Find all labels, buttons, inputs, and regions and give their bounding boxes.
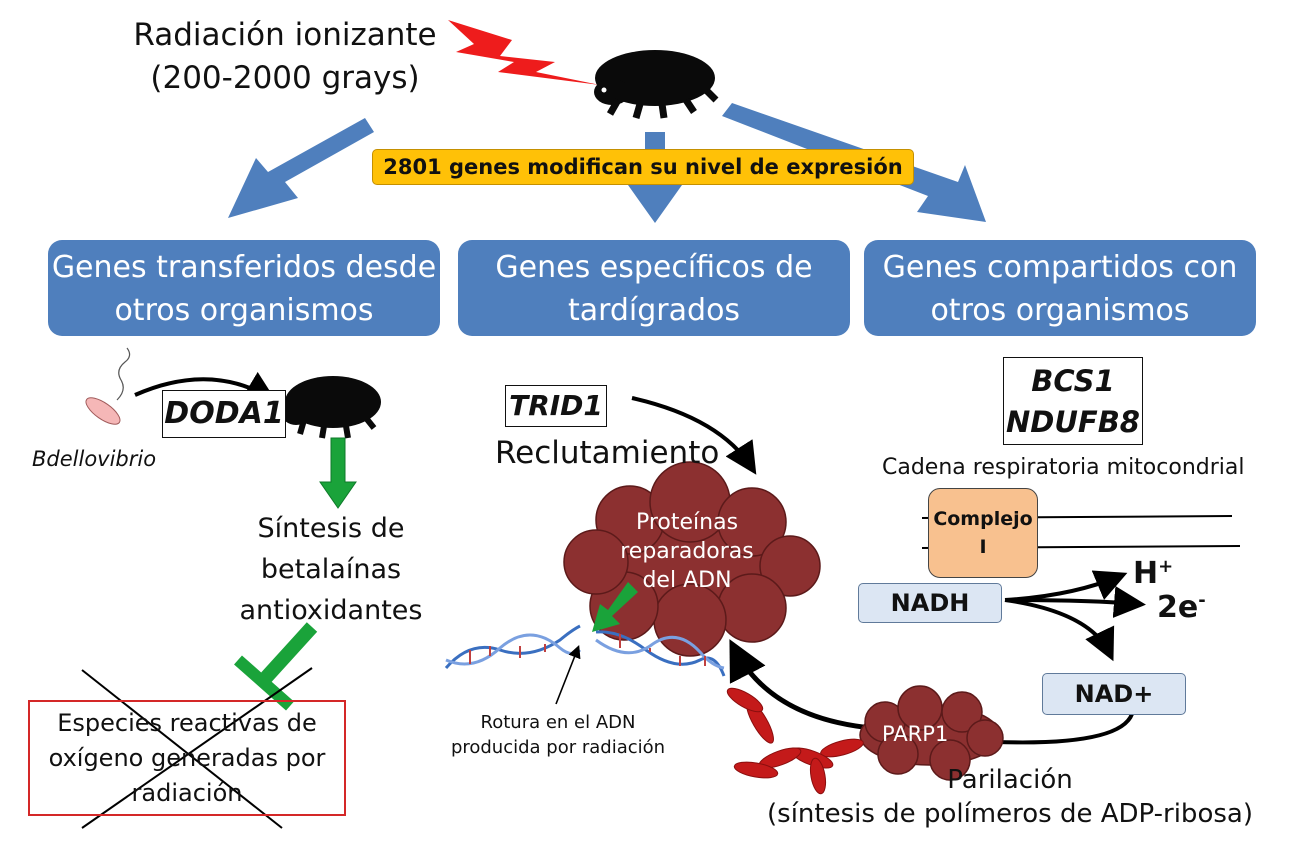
break-line1: Rotura en el ADN bbox=[480, 712, 636, 733]
bacterium-label: Bdellovibrio bbox=[32, 447, 157, 471]
proton-label: H+ bbox=[1133, 556, 1173, 591]
proton-sup: + bbox=[1158, 556, 1174, 577]
synthesis-line1: Síntesis de bbox=[257, 513, 405, 544]
inhibition-mark bbox=[234, 622, 318, 711]
category-shared: Genes compartidos con otros organismos bbox=[864, 240, 1256, 336]
parp-cloud bbox=[859, 685, 1004, 781]
repair-line2: reparadoras bbox=[620, 539, 754, 564]
h-arrow bbox=[1004, 570, 1128, 602]
proton-h: H bbox=[1133, 556, 1159, 591]
cross-out-mark bbox=[81, 667, 313, 829]
parp1-label: PARP1 bbox=[882, 722, 949, 746]
radiation-title: Radiación ionizante (200-2000 grays) bbox=[120, 14, 450, 100]
green-down-arrow bbox=[319, 437, 357, 509]
ros-box: Especies reactivas de oxígeno generadas … bbox=[28, 700, 346, 816]
complex-line1: Complejo bbox=[933, 508, 1033, 530]
adp-ribose-chain bbox=[726, 687, 864, 795]
parylation-line1: Parilación bbox=[947, 765, 1073, 795]
gene-bcs1-ndufb8: BCS1 NDUFB8 bbox=[1003, 357, 1143, 445]
category-specific-line1: Genes específicos de bbox=[495, 250, 813, 285]
title-line2: (200-2000 grays) bbox=[150, 60, 420, 96]
synthesis-label: Síntesis de betalaínas antioxidantes bbox=[225, 508, 437, 631]
ros-line2: oxígeno generadas por bbox=[48, 744, 326, 772]
green-diag-arrow bbox=[592, 582, 638, 632]
category-transferred-line2: otros organismos bbox=[114, 293, 374, 328]
parylation-line2: (síntesis de polímeros de ADP-ribosa) bbox=[767, 799, 1253, 829]
tardigrade-icon bbox=[594, 50, 719, 119]
nadh-box: NADH bbox=[858, 583, 1002, 623]
bacterium-icon bbox=[85, 347, 131, 425]
lightning-icon bbox=[448, 20, 600, 85]
expression-banner: 2801 genes modifican su nivel de expresi… bbox=[372, 149, 914, 185]
category-transferred-line1: Genes transferidos desde bbox=[51, 250, 437, 285]
recruitment-label: Reclutamiento bbox=[495, 435, 720, 471]
complex-i: Complejo I bbox=[928, 488, 1038, 578]
repair-proteins-label: Proteínas reparadoras del ADN bbox=[612, 508, 762, 595]
ros-line3: radiación bbox=[131, 779, 243, 807]
category-specific: Genes específicos de tardígrados bbox=[458, 240, 850, 336]
parp-to-dna-arrow bbox=[729, 639, 873, 731]
gene-bcs1: BCS1 bbox=[1031, 364, 1115, 398]
gene-ndufb8: NDUFB8 bbox=[1006, 405, 1140, 439]
nad-to-parp-curve bbox=[995, 713, 1134, 745]
category-shared-line2: otros organismos bbox=[930, 293, 1190, 328]
recruitment-arrow bbox=[631, 396, 757, 475]
repair-line1: Proteínas bbox=[635, 510, 739, 535]
gene-doda1: DODA1 bbox=[162, 390, 286, 438]
electron-e: 2e bbox=[1157, 590, 1199, 625]
complex-line2: I bbox=[979, 536, 987, 558]
parylation-label: Parilación (síntesis de polímeros de ADP… bbox=[740, 763, 1280, 831]
electron-label: 2e- bbox=[1157, 590, 1206, 625]
category-shared-line1: Genes compartidos con bbox=[882, 250, 1238, 285]
e-arrow bbox=[1004, 586, 1146, 618]
respiratory-chain-label: Cadena respiratoria mitocondrial bbox=[882, 455, 1245, 480]
tardigrade-small-icon bbox=[282, 376, 381, 439]
ros-line1: Especies reactivas de bbox=[57, 709, 317, 737]
dna-break-label: Rotura en el ADN producida por radiación bbox=[438, 710, 678, 760]
break-pointer bbox=[555, 645, 581, 705]
category-specific-line2: tardígrados bbox=[567, 293, 741, 328]
electron-sup: - bbox=[1198, 590, 1206, 611]
gene-trid1: TRID1 bbox=[505, 385, 607, 427]
nad-arrow bbox=[1004, 598, 1115, 662]
arrow-left bbox=[228, 118, 374, 218]
synthesis-line2: betalaínas bbox=[260, 554, 402, 585]
dna-helix bbox=[444, 624, 726, 677]
synthesis-line3: antioxidantes bbox=[239, 595, 423, 626]
nadplus-box: NAD+ bbox=[1042, 673, 1186, 715]
repair-line3: del ADN bbox=[642, 568, 732, 593]
title-line1: Radiación ionizante bbox=[133, 17, 437, 53]
category-transferred: Genes transferidos desde otros organismo… bbox=[48, 240, 440, 336]
break-line2: producida por radiación bbox=[450, 737, 666, 758]
